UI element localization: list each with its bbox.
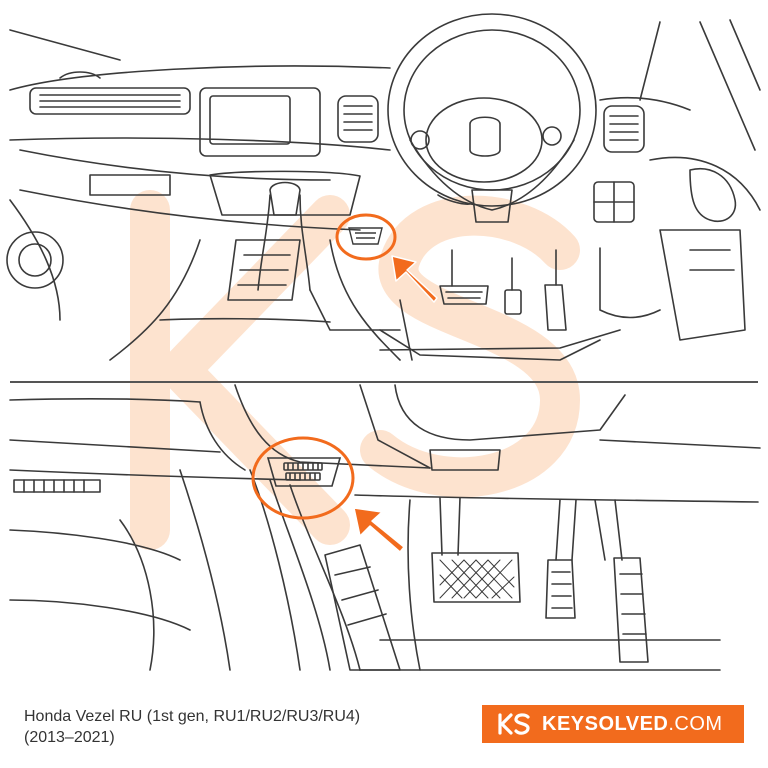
obd-port-callout-bottom: [251, 436, 405, 553]
vehicle-years-line: (2013–2021): [24, 729, 115, 746]
ks-watermark: [130, 190, 580, 550]
brand-name-bold: KEYSOLVED: [542, 712, 669, 735]
vehicle-model-line: Honda Vezel RU (1st gen, RU1/RU2/RU3/RU4…: [24, 708, 361, 725]
obd-connector-small-icon: [348, 227, 383, 245]
arrow-pointer-icon: [353, 507, 405, 553]
closeup-drawing: [9, 384, 761, 671]
obd-port-location-illustration: [6, 13, 761, 671]
brand-name-suffix: .COM: [668, 712, 723, 735]
vehicle-caption: Honda Vezel RU (1st gen, RU1/RU2/RU3/RU4…: [24, 706, 464, 748]
ks-logo-mark: [498, 713, 530, 735]
obd-port-callout-top: [335, 213, 438, 303]
obd-connector-large-icon: [266, 457, 342, 487]
arrow-pointer-icon: [391, 255, 438, 303]
keysolved-brand-badge: KEYSOLVED.COM: [482, 705, 744, 743]
brand-name: KEYSOLVED.COM: [542, 713, 723, 736]
dashboard-overview-drawing: [6, 13, 761, 361]
